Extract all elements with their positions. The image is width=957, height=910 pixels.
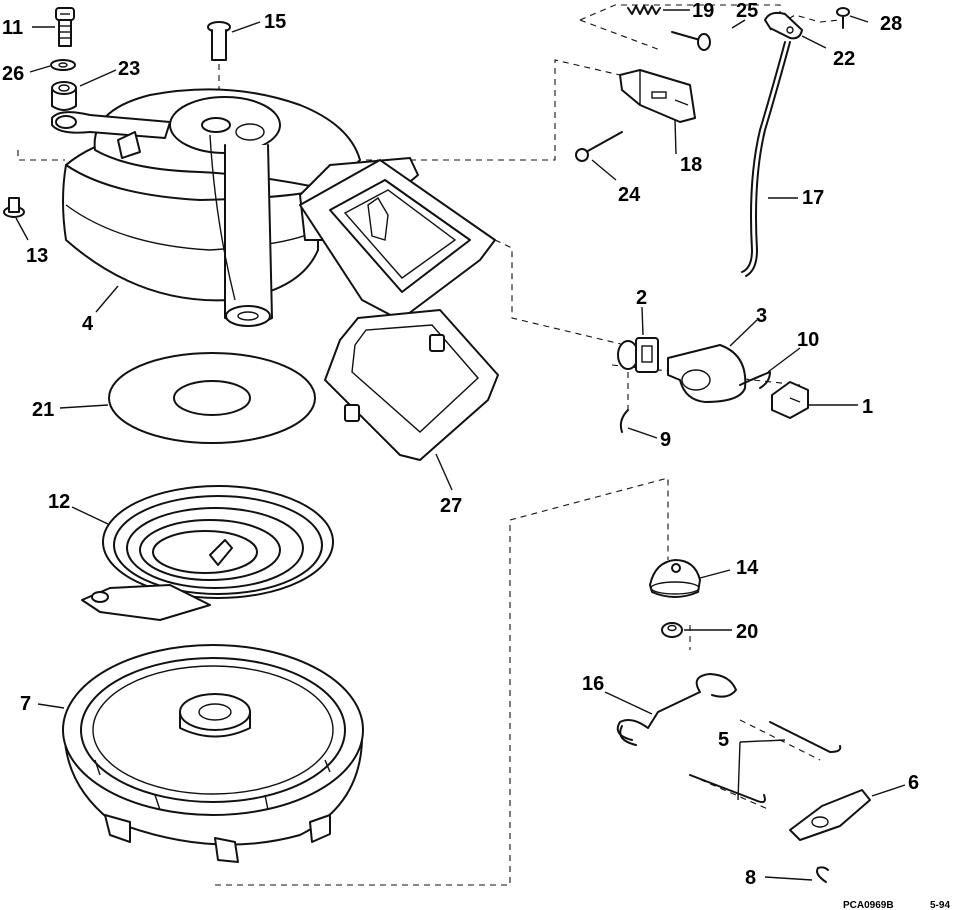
callout-12: 12 [48,491,70,513]
callout-27: 27 [440,495,462,517]
part-3-starter-handle [667,344,747,403]
callout-26: 26 [2,63,24,85]
part-2-rope-guide [617,337,659,373]
part-24-pin [575,131,623,162]
part-11-screw [55,7,75,47]
part-1-anchor-block [771,381,809,419]
part-13-stud [3,197,25,218]
callout-3: 3 [756,305,767,327]
part-23-bushing [51,81,77,111]
callout-2: 2 [636,287,647,309]
callout-20: 20 [736,621,758,643]
callout-15: 15 [264,11,286,33]
callout-16: 16 [582,673,604,695]
callout-24: 24 [618,184,641,206]
part-19-spring [627,5,661,15]
part-12-rewind-spring [81,485,334,621]
callout-22: 22 [833,48,855,70]
part-14-retainer-cap [649,559,701,598]
part-22-lever [764,11,803,40]
callout-23: 23 [118,58,140,80]
callout-8: 8 [745,867,756,889]
callout-11: 11 [2,17,23,39]
part-27-handle-frame [299,159,499,461]
callout-21: 21 [32,399,54,421]
callout-18: 18 [680,154,702,176]
part-28-screw [836,7,850,29]
callout-4: 4 [82,313,94,335]
callout-labels: 11 26 23 15 13 4 21 12 7 27 19 25 22 28 … [2,0,919,889]
callout-9: 9 [660,429,671,451]
callout-10: 10 [797,329,819,351]
part-26-washer [50,59,76,71]
callout-19: 19 [692,0,714,22]
callout-17: 17 [802,187,824,209]
part-25-plunger [671,31,711,51]
callout-5: 5 [718,729,729,751]
leader-lines [15,9,906,881]
callout-7: 7 [20,693,31,715]
part-6-pawl [789,789,871,841]
part-17-link-rod [741,41,791,277]
part-8-clip [816,866,829,883]
part-16-pawl-spring [616,673,737,746]
callout-1: 1 [862,396,873,418]
part-18-lockout [619,69,696,123]
date-code: 5-94 [930,900,950,910]
part-10-rope-anchor [739,371,771,389]
callout-14: 14 [736,557,759,579]
callout-13: 13 [26,245,48,267]
callout-28: 28 [880,13,902,35]
part-9-rope [619,409,629,433]
callout-6: 6 [908,772,919,794]
part-20-nut [661,622,683,638]
part-5-link-springs [689,721,842,804]
part-21-spring-disc [108,352,316,444]
figure-code: PCA0969B [843,900,894,910]
part-7-pulley [62,644,364,863]
callout-25: 25 [736,0,758,22]
